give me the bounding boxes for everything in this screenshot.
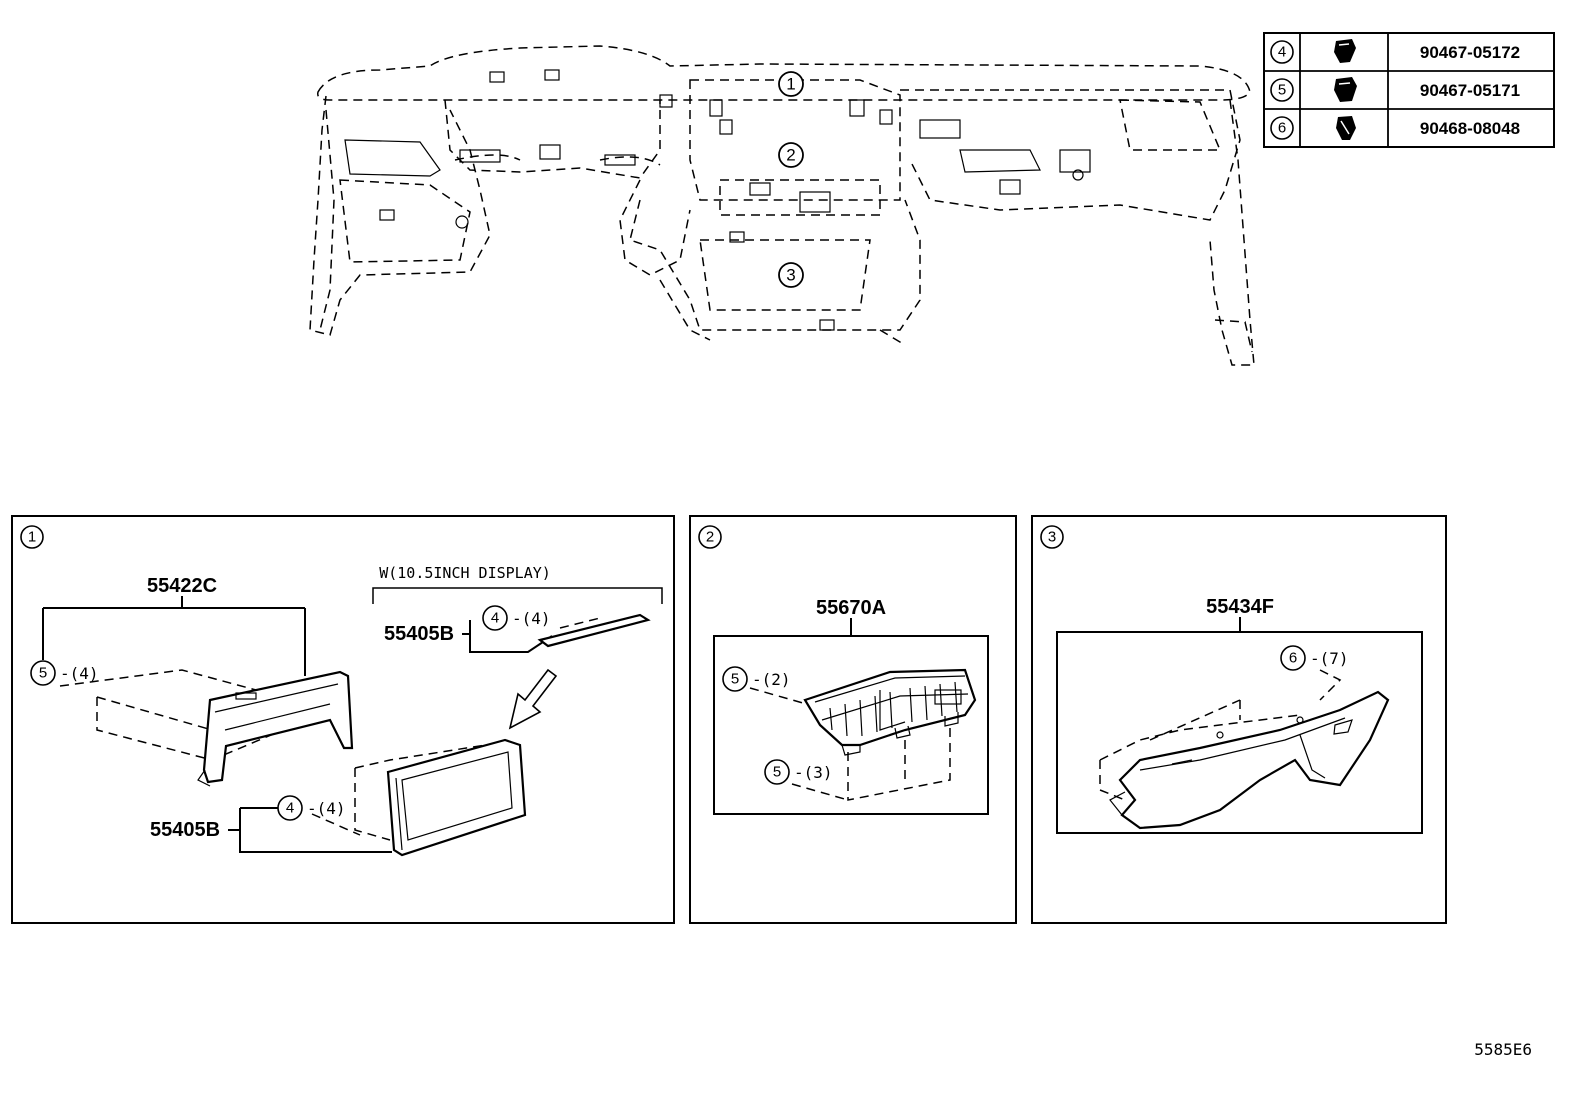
svg-text:W(10.5INCH DISPLAY): W(10.5INCH DISPLAY) [379, 564, 551, 582]
fastener-callout-5-upper[interactable]: 5 [722, 666, 748, 692]
panel-1-ref: 1 [20, 525, 44, 549]
svg-text:3: 3 [786, 266, 795, 285]
svg-text:5: 5 [731, 671, 739, 688]
svg-text:90468-08048: 90468-08048 [1420, 119, 1520, 138]
svg-text:4: 4 [491, 610, 499, 627]
fastener-callout-4-lower[interactable]: 4 [277, 795, 303, 821]
fastener-callout-5-lower[interactable]: 5 [764, 759, 790, 785]
svg-text:-(4): -(4) [512, 609, 551, 628]
fastener-callout-5[interactable]: 5 [30, 660, 56, 686]
legend-row-4[interactable]: 4 90467-05172 [1270, 39, 1520, 64]
svg-text:2: 2 [786, 146, 795, 165]
svg-text:1: 1 [28, 529, 36, 546]
panel-2-ref: 2 [698, 525, 722, 549]
dashboard-overview-illustration: 1 2 3 [309, 45, 1255, 366]
svg-text:-(7): -(7) [1310, 649, 1349, 668]
svg-text:4: 4 [286, 800, 294, 817]
overview-callout-1[interactable]: 1 [778, 71, 804, 97]
part-label-55434F[interactable]: 55434F [1206, 596, 1274, 618]
fastener-callout-4-upper[interactable]: 4 [482, 605, 508, 631]
svg-text:1: 1 [786, 75, 795, 94]
part-label-55670A[interactable]: 55670A [816, 597, 886, 619]
direction-arrow [508, 668, 558, 730]
fastener-legend-table: 4 90467-05172 5 90467-05171 6 90468-0804… [1263, 32, 1555, 148]
legend-row-6[interactable]: 6 90468-08048 [1270, 116, 1520, 140]
illustration-code: 5585E6 [1474, 1040, 1532, 1059]
detail-panel-3: 3 55434F 6 -(7) [1031, 515, 1447, 924]
svg-text:-(4): -(4) [307, 799, 346, 818]
lower-panel-55434F[interactable] [1118, 690, 1390, 830]
svg-text:2: 2 [706, 529, 714, 546]
trim-strip-55405B[interactable] [537, 613, 651, 648]
overview-callout-3[interactable]: 3 [778, 262, 804, 288]
center-vent-55670A[interactable] [803, 668, 977, 747]
svg-text:5: 5 [773, 764, 781, 781]
svg-text:-(4): -(4) [60, 664, 99, 683]
panel-3-ref: 3 [1040, 525, 1064, 549]
display-bezel-55405B[interactable] [386, 738, 527, 857]
part-label-55422C[interactable]: 55422C [147, 575, 217, 597]
detail-panel-2: 2 55670A 5 -(2) 5 -(3) [689, 515, 1017, 924]
fastener-callout-6[interactable]: 6 [1280, 645, 1306, 671]
legend-row-5[interactable]: 5 90467-05171 [1270, 77, 1520, 102]
svg-text:90467-05171: 90467-05171 [1420, 81, 1520, 100]
part-label-55405B-upper[interactable]: 55405B [384, 623, 454, 645]
svg-text:90467-05172: 90467-05172 [1420, 43, 1520, 62]
detail-panel-1: 1 55422C 5 -(4) W(10.5INCH DISPLAY) 5540… [11, 515, 675, 924]
svg-text:-(3): -(3) [794, 763, 833, 782]
svg-text:4: 4 [1278, 44, 1286, 61]
svg-text:5: 5 [1278, 82, 1286, 99]
svg-text:6: 6 [1289, 650, 1297, 667]
part-label-55405B-lower[interactable]: 55405B [150, 819, 220, 841]
svg-text:-(2): -(2) [752, 670, 791, 689]
svg-text:5: 5 [39, 665, 47, 682]
bracket-55422C[interactable] [202, 670, 354, 784]
svg-text:6: 6 [1278, 120, 1286, 137]
svg-text:3: 3 [1048, 529, 1056, 546]
overview-callout-2[interactable]: 2 [778, 142, 804, 168]
